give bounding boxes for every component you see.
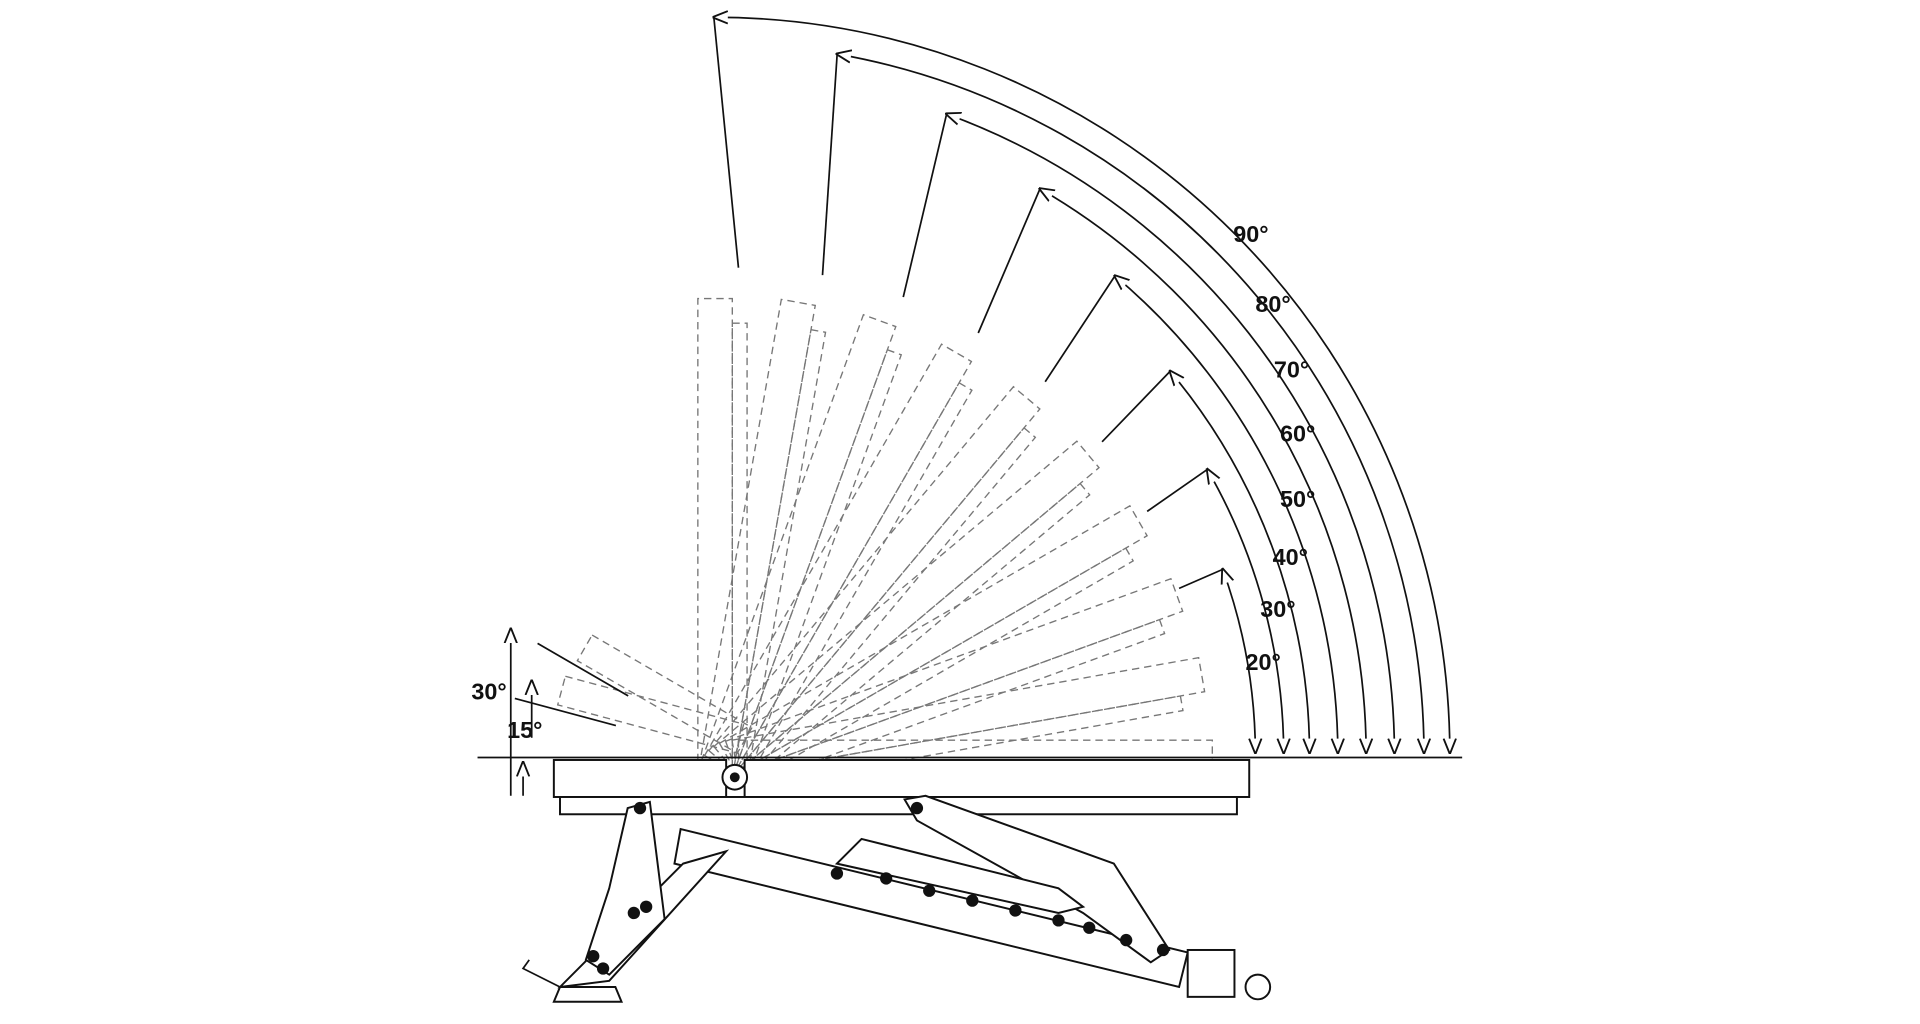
backrest-outline-50 [707,385,1041,779]
angle-label-70: 70° [1274,356,1309,382]
bolt [910,801,924,815]
ladder-slot [834,837,1086,914]
bolt [587,949,600,963]
seat-angle-label-15: 15° [507,717,542,743]
bolt [1009,904,1022,917]
backrest-line-50 [1044,275,1116,383]
seat-angle-indicators: 15°30° [471,629,753,796]
ladder-bolts [587,801,1170,975]
bolt [966,894,979,907]
backrest-pad [743,758,1251,798]
pivot-bolt [729,772,740,783]
angle-arc-60 [1040,189,1366,753]
angle-arc-80 [837,54,1424,753]
bolt [923,884,936,897]
backrest-line-30 [1146,468,1208,513]
bolt [1156,943,1170,957]
bench-frame [521,758,1272,1003]
angle-label-30: 30° [1260,596,1295,622]
frame-rail [559,796,1238,816]
seat-pad [552,758,728,798]
seat-link-arm [584,800,666,976]
bolt [633,801,647,815]
wheel-housing [1186,948,1236,998]
backrest-outline-20 [724,577,1184,787]
angle-label-80: 80° [1255,291,1290,317]
bolt [880,872,893,885]
handle [521,959,561,988]
bolt [1052,914,1065,927]
bolt [1120,933,1133,947]
backrest-link-arm [903,794,1171,964]
backrest-line-80 [821,53,839,276]
seat-outline-15 [556,675,745,754]
backrest-positions-dashed [697,297,1213,791]
backrest-angle-arcs: 20°30°40°50°60°70°80°90° [714,17,1450,752]
backrest-line-40 [1101,370,1171,443]
foot-plate [552,986,624,1003]
backrest-line-60 [977,188,1041,334]
wheel [1244,973,1272,1001]
backrest-line-70 [902,113,948,298]
seat-line-30 [537,642,629,697]
angle-arc-90 [714,17,1450,752]
seat-angle-label-30: 30° [471,679,506,705]
angle-label-90: 90° [1233,221,1268,247]
bolt [627,906,640,920]
backrest-line-90 [712,17,740,268]
bolt [830,867,844,880]
backrest-line-20 [1178,568,1224,590]
bolt [640,900,653,913]
bolt [1083,921,1096,934]
bolt [596,962,610,975]
seat-outline-30 [576,634,753,755]
